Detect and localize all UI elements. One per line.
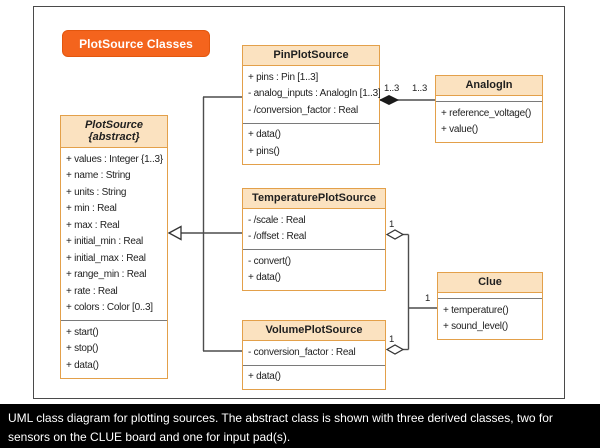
method: + sound_level() <box>443 321 508 332</box>
methods-compartment: + reference_voltage() + value() <box>436 101 542 142</box>
method: + start() <box>66 326 99 338</box>
class-name: PlotSource <box>84 119 144 131</box>
method: + data() <box>248 272 281 283</box>
method: + value() <box>441 124 478 135</box>
class-temperatureplotsource: TemperaturePlotSource - /scale : Real - … <box>242 188 386 291</box>
class-clue: Clue + temperature() + sound_level() <box>437 272 543 340</box>
attribute: + initial_min : Real <box>66 236 143 247</box>
attribute: + pins : Pin [1..3] <box>248 71 319 83</box>
methods-compartment: + data() <box>243 364 385 390</box>
multiplicity-analogin-side: 1..3 <box>412 83 428 94</box>
method: + stop() <box>66 343 99 354</box>
method: - convert() <box>248 255 291 267</box>
multiplicity-clue-side: 1 <box>425 293 431 304</box>
method: + reference_voltage() <box>441 107 532 119</box>
attribute: + name : String <box>66 170 131 181</box>
attribute: - analog_inputs : AnalogIn [1..3] <box>248 88 381 99</box>
class-name: VolumePlotSource <box>243 321 385 341</box>
attribute: + rate : Real <box>66 285 118 297</box>
attribute: + units : String <box>66 186 127 198</box>
attribute: + colors : Color [0..3] <box>66 302 153 313</box>
attribute: - /conversion_factor : Real <box>248 104 358 116</box>
attribute: - conversion_factor : Real <box>248 346 356 358</box>
multiplicity-pin-side: 1..3 <box>384 83 400 94</box>
attributes-compartment: + pins : Pin [1..3] - analog_inputs : An… <box>243 66 381 123</box>
attribute: - /offset : Real <box>248 231 307 242</box>
attribute: + max : Real <box>66 219 120 231</box>
attributes-compartment: + values : Integer {1..3} + name : Strin… <box>61 148 167 320</box>
class-volumeplotsource: VolumePlotSource - conversion_factor : R… <box>242 320 386 390</box>
diagram-title-badge: PlotSource Classes <box>62 30 210 57</box>
class-plotsource-header: PlotSource {abstract} <box>61 116 167 148</box>
multiplicity-volume-side: 1 <box>389 334 395 345</box>
method: + data() <box>248 371 281 382</box>
class-name: AnalogIn <box>436 76 542 96</box>
method: + pins() <box>248 145 280 157</box>
attribute: + min : Real <box>66 203 117 214</box>
class-name: Clue <box>438 273 542 293</box>
methods-compartment: - convert() + data() <box>243 249 385 290</box>
figure-caption: UML class diagram for plotting sources. … <box>0 404 600 448</box>
methods-compartment: + temperature() + sound_level() <box>438 298 542 339</box>
attribute: - /scale : Real <box>248 214 306 226</box>
class-name: PinPlotSource <box>243 46 379 66</box>
class-analogin: AnalogIn + reference_voltage() + value() <box>435 75 543 143</box>
attribute: + range_min : Real <box>66 269 147 280</box>
multiplicity-temperature-side: 1 <box>389 219 395 230</box>
method: + temperature() <box>443 304 509 316</box>
class-pinplotsource: PinPlotSource + pins : Pin [1..3] - anal… <box>242 45 381 165</box>
methods-compartment: + data() + pins() <box>243 122 379 164</box>
attributes-compartment: - conversion_factor : Real <box>243 341 385 365</box>
class-name: TemperaturePlotSource <box>243 189 385 209</box>
method: + data() <box>248 129 281 140</box>
methods-compartment: + start() + stop() + data() <box>61 320 167 378</box>
class-plotsource: PlotSource {abstract} + values : Integer… <box>60 115 168 379</box>
attribute: + initial_max : Real <box>66 252 146 264</box>
method: + data() <box>66 359 99 371</box>
attributes-compartment: - /scale : Real - /offset : Real <box>243 209 385 249</box>
abstract-stereotype: {abstract} <box>88 131 140 143</box>
attribute: + values : Integer {1..3} <box>66 153 163 165</box>
